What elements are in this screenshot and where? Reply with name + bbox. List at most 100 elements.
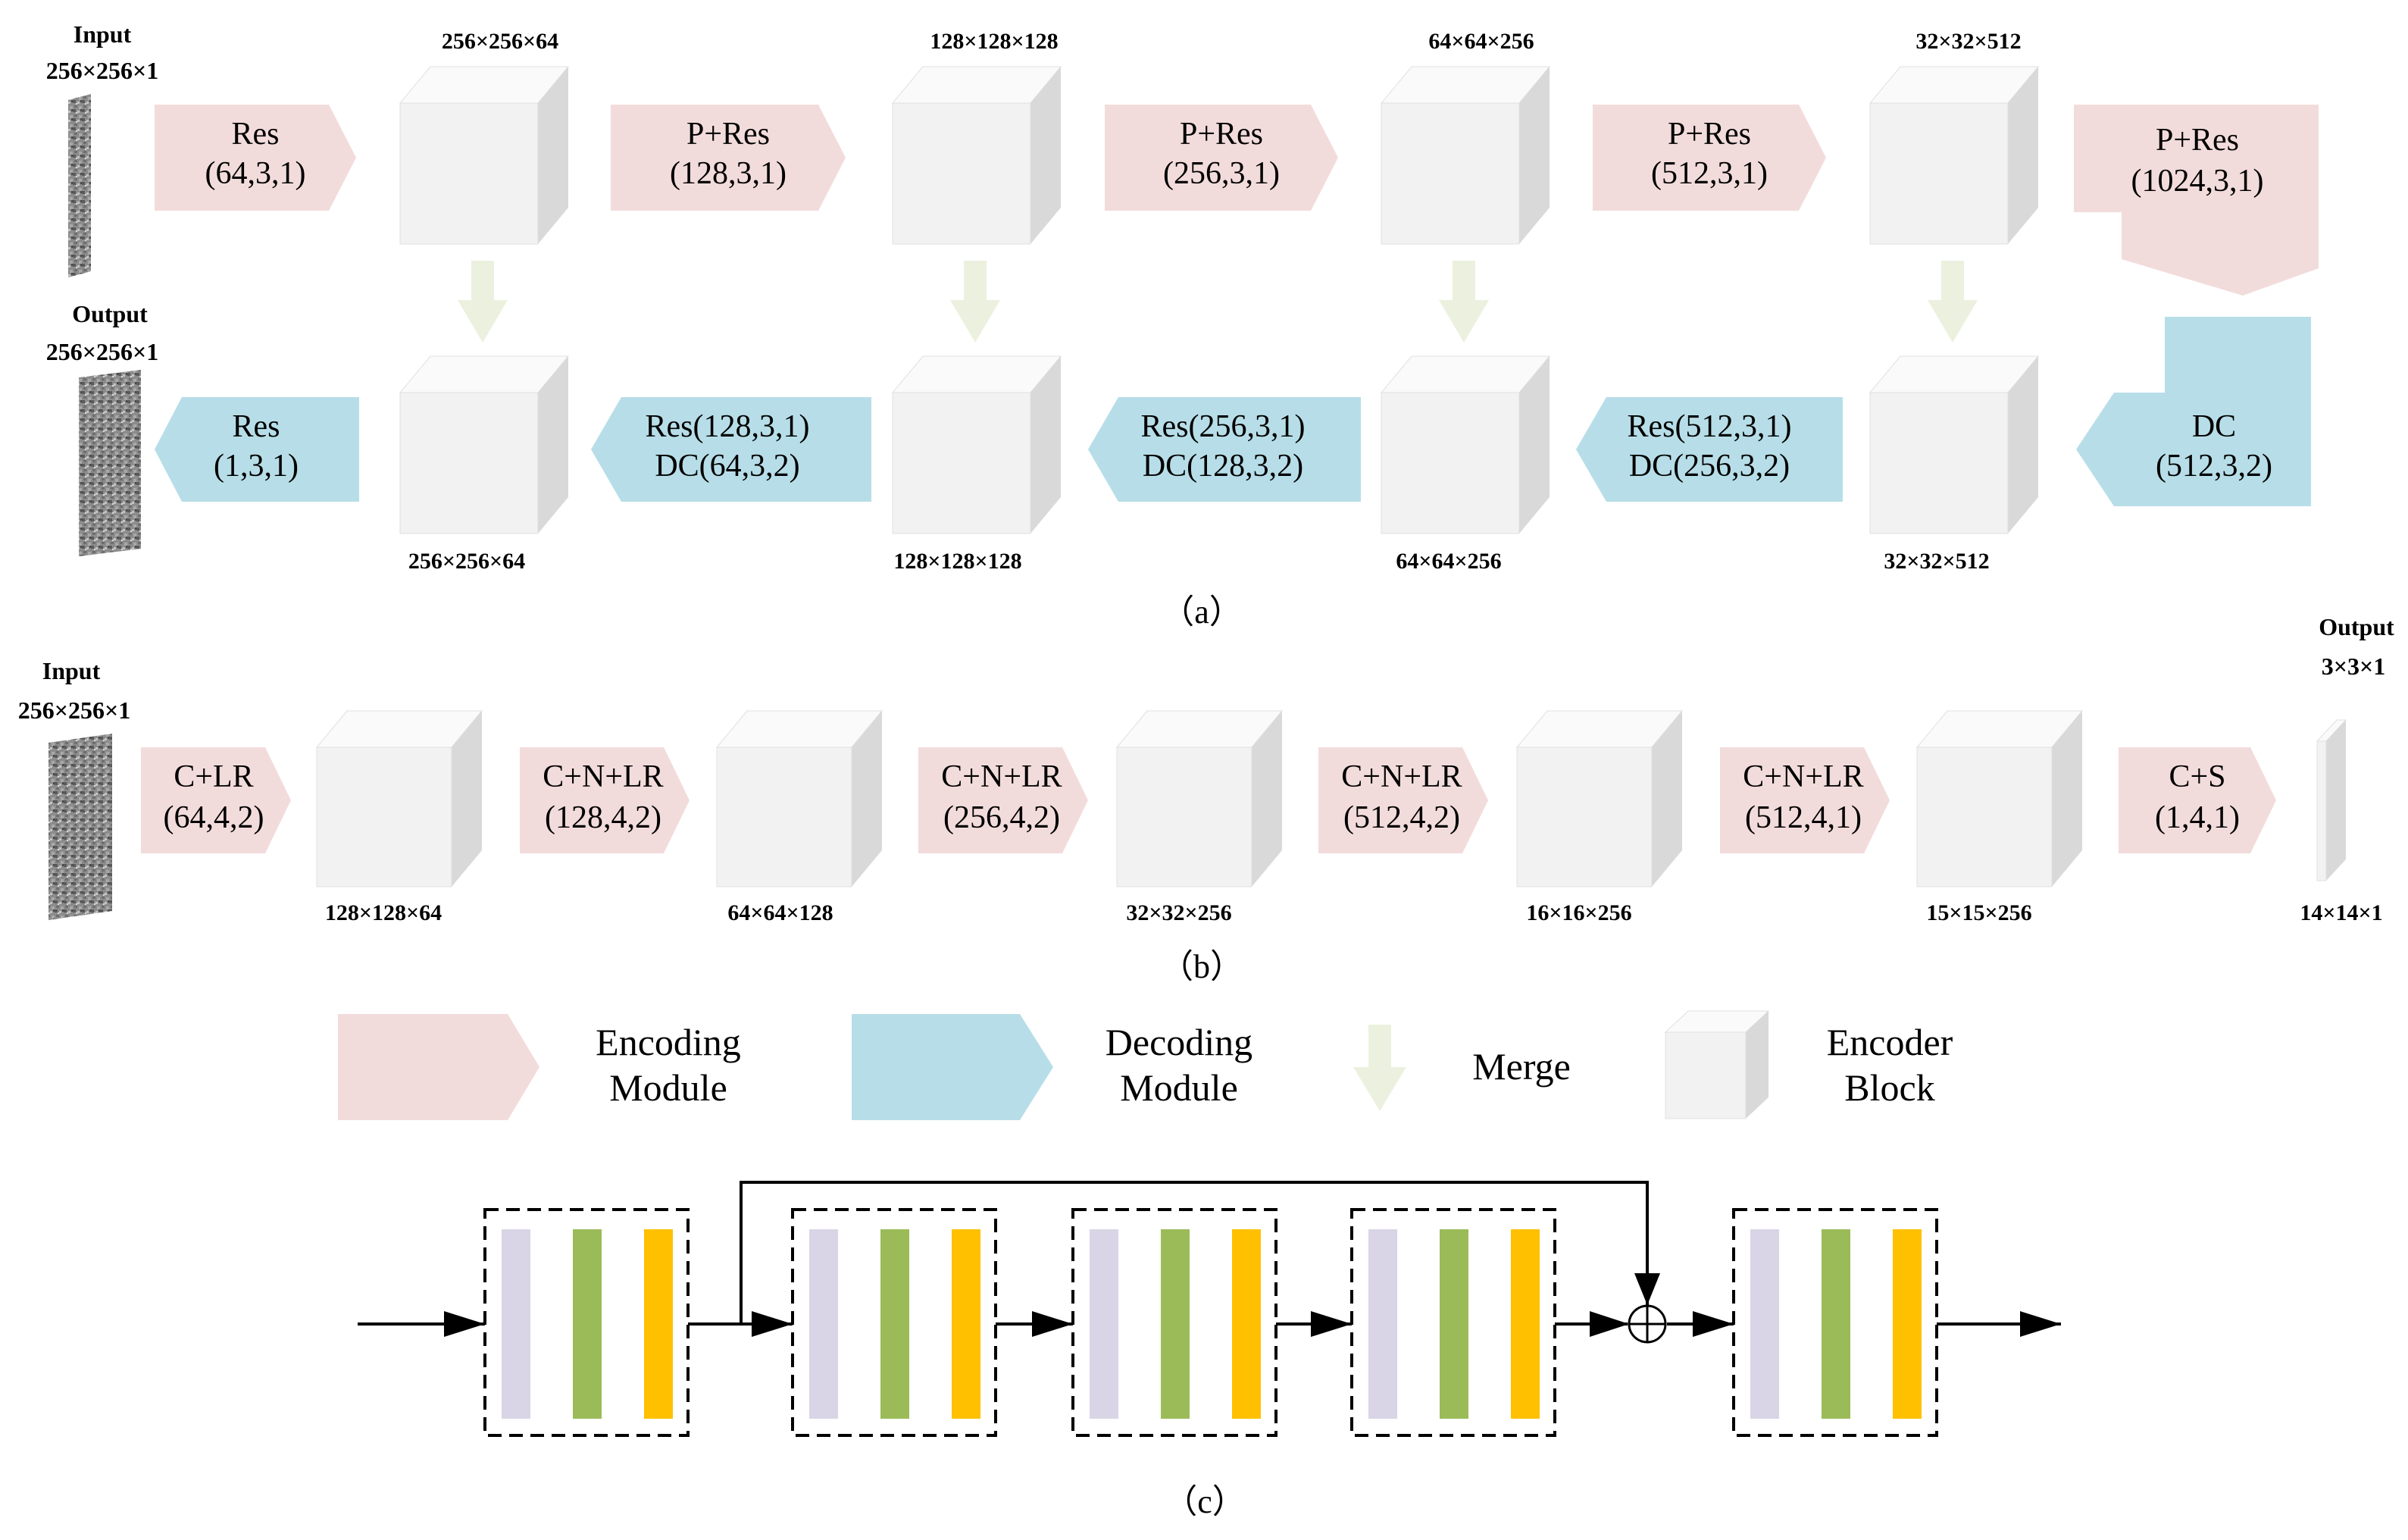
- c-block-4: [1350, 1208, 1556, 1437]
- a-enc3-params: (256,3,1): [1163, 156, 1280, 191]
- a-enc5-params: (1024,3,1): [2131, 164, 2264, 199]
- b-encoder-block-5: [1915, 710, 2084, 887]
- a-decoding-module-1: Res (1,3,1): [155, 397, 359, 502]
- a-decoding-module-4: Res(512,3,1) DC(256,3,2): [1576, 397, 1843, 502]
- b-input-image: [48, 734, 112, 920]
- b-input-dim: 256×256×1: [18, 696, 130, 724]
- legend-encoding-swatch: [338, 1014, 539, 1120]
- b-encoding-module-4: C+N+LR (512,4,2): [1318, 747, 1488, 853]
- a-encoding-module-5: P+Res (1024,3,1): [2074, 105, 2319, 296]
- a-enc1-name: Res: [232, 117, 280, 152]
- b-dim-2: 64×64×128: [727, 900, 833, 925]
- a-encoder-block-e1: [399, 66, 570, 245]
- c-add-node-icon: [1628, 1304, 1667, 1344]
- b-dim-1: 128×128×64: [325, 900, 442, 925]
- c-arrowhead-in: [444, 1311, 485, 1337]
- c-block-5: [1732, 1208, 1938, 1437]
- a-dec3-params: DC(128,3,2): [1143, 449, 1303, 484]
- legend-decoding-l1: Decoding: [1105, 1021, 1252, 1063]
- b-encoder-block-1: [315, 710, 483, 887]
- a-encoder-block-d3: [1380, 355, 1551, 534]
- a-merge-arrow-4: [1928, 261, 1978, 343]
- c-residual-diagram: [358, 1181, 2061, 1437]
- a-enc1-params: (64,3,1): [205, 156, 306, 191]
- b-mod4-name: C+N+LR: [1341, 759, 1462, 794]
- a-dec5-params: (512,3,2): [2156, 449, 2272, 484]
- a-dec4-params: DC(256,3,2): [1629, 449, 1790, 484]
- a-dec5-name: DC: [2192, 409, 2236, 444]
- a-enc4-name: P+Res: [1668, 117, 1751, 152]
- legend-decoding-swatch: [852, 1014, 1053, 1120]
- legend-merge-swatch: [1353, 1025, 1406, 1111]
- b-mod1-params: (64,4,2): [164, 800, 264, 835]
- c-arrowhead-3-4: [1311, 1311, 1352, 1337]
- a-dec1-name: Res: [233, 409, 280, 444]
- a-enc2-name: P+Res: [686, 117, 770, 152]
- legend-encoder-l1: Encoder: [1827, 1021, 1953, 1063]
- b-encoding-module-6: C+S (1,4,1): [2119, 747, 2276, 853]
- b-encoder-block-4: [1515, 710, 1684, 887]
- a-output-dim: 256×256×1: [46, 338, 158, 365]
- a-encoder-block-e3: [1380, 66, 1551, 245]
- caption-c: （c）: [1164, 1483, 1246, 1520]
- legend-encoder-l2: Block: [1844, 1066, 1934, 1109]
- b-mod5-params: (512,4,1): [1745, 800, 1862, 835]
- a-input-dim: 256×256×1: [46, 57, 158, 84]
- b-dim-5: 15×15×256: [1926, 900, 2031, 925]
- a-enc4-params: (512,3,1): [1651, 156, 1768, 191]
- b-encoding-module-1: C+LR (64,4,2): [141, 747, 291, 853]
- a-enc2-params: (128,3,1): [670, 156, 787, 191]
- a-encoder-block-d2: [891, 355, 1062, 534]
- a-dec-dim-4: 32×32×512: [1884, 549, 1989, 574]
- a-dec2-params: DC(64,3,2): [655, 449, 799, 484]
- a-input-image: [68, 94, 91, 277]
- a-encoding-module-3: P+Res (256,3,1): [1105, 105, 1338, 211]
- legend-encoder-block-swatch: [1664, 1010, 1770, 1119]
- a-output-label: Output: [72, 300, 148, 327]
- a-dec-dim-1: 256×256×64: [408, 549, 525, 574]
- legend-merge-label: Merge: [1472, 1045, 1571, 1088]
- a-decoding-module-3: Res(256,3,1) DC(128,3,2): [1088, 397, 1361, 502]
- a-input-label: Input: [73, 20, 132, 48]
- c-block-1: [483, 1208, 690, 1437]
- a-encoding-module-4: P+Res (512,3,1): [1593, 105, 1826, 211]
- b-encoder-block-2: [715, 710, 883, 887]
- c-skip-arrowhead: [1634, 1273, 1660, 1305]
- a-dec-dim-3: 64×64×256: [1396, 549, 1501, 574]
- b-encoding-module-2: C+N+LR (128,4,2): [520, 747, 690, 853]
- legend-encoding-l2: Module: [609, 1066, 727, 1109]
- b-encoding-module-3: C+N+LR (256,4,2): [918, 747, 1088, 853]
- legend-decoding-l2: Module: [1120, 1066, 1238, 1109]
- b-encoder-block-3: [1115, 710, 1284, 887]
- b-encoding-module-5: C+N+LR (512,4,1): [1720, 747, 1890, 853]
- a-enc5-name: P+Res: [2156, 123, 2239, 158]
- b-dim-6: 14×14×1: [2300, 900, 2382, 925]
- b-mod1-name: C+LR: [174, 759, 253, 794]
- a-enc-dim-2: 128×128×128: [930, 29, 1058, 54]
- b-mod6-name: C+S: [2169, 759, 2225, 794]
- b-mod2-params: (128,4,2): [545, 800, 661, 835]
- a-dec4-name: Res(512,3,1): [1628, 409, 1792, 444]
- a-encoding-module-2: P+Res (128,3,1): [611, 105, 846, 211]
- b-dim-3: 32×32×256: [1126, 900, 1231, 925]
- a-dec-dim-2: 128×128×128: [893, 549, 1021, 574]
- a-enc-dim-1: 256×256×64: [442, 29, 558, 54]
- b-mod3-params: (256,4,2): [943, 800, 1060, 835]
- a-enc-dim-4: 32×32×512: [1915, 29, 2021, 54]
- b-input-label: Input: [42, 657, 101, 684]
- b-mod4-params: (512,4,2): [1343, 800, 1460, 835]
- b-output-block: [2316, 719, 2347, 881]
- legend-encoding-l1: Encoding: [596, 1021, 741, 1063]
- a-merge-arrow-2: [950, 261, 1000, 343]
- a-dec1-params: (1,3,1): [214, 449, 299, 484]
- b-mod5-name: C+N+LR: [1743, 759, 1863, 794]
- a-decoding-module-2: Res(128,3,1) DC(64,3,2): [591, 397, 871, 502]
- a-encoder-block-e4: [1869, 66, 2040, 245]
- b-mod6-params: (1,4,1): [2155, 800, 2240, 835]
- c-arrowhead-2-3: [1032, 1311, 1073, 1337]
- b-mod3-name: C+N+LR: [941, 759, 1062, 794]
- a-encoding-module-1: Res (64,3,1): [155, 105, 356, 211]
- b-output-label: Output: [2319, 613, 2394, 640]
- a-enc3-name: P+Res: [1180, 117, 1263, 152]
